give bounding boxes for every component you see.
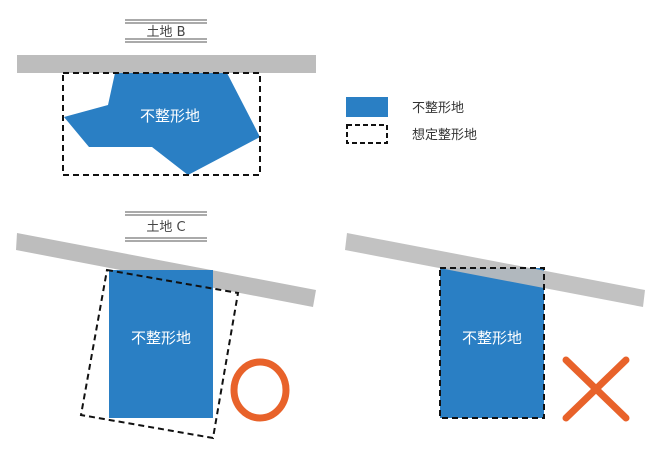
circle-correct-icon xyxy=(230,358,290,422)
legend: 不整形地 想定整形地 xyxy=(346,97,477,144)
road-b xyxy=(17,55,316,73)
road-c-right xyxy=(345,233,645,307)
land-c-title-text: 土地 C xyxy=(146,220,185,235)
irregular-plot-c-right-label: 不整形地 xyxy=(462,329,522,347)
legend-irregular-swatch xyxy=(346,97,388,117)
assumed-rect-c-incorrect xyxy=(439,267,545,419)
legend-irregular-label: 不整形地 xyxy=(412,101,464,116)
irregular-plot-c-left-label: 不整形地 xyxy=(131,329,191,347)
irregular-plot-c-right xyxy=(440,268,544,418)
land-b-title: 土地 B xyxy=(125,19,207,43)
irregular-plot-b xyxy=(64,73,260,175)
land-c-title: 土地 C xyxy=(125,211,207,242)
cross-incorrect-icon xyxy=(562,356,630,422)
assumed-rect-c-correct xyxy=(79,268,240,440)
irregular-plot-b-label: 不整形地 xyxy=(140,107,200,125)
land-b-title-text: 土地 B xyxy=(146,25,185,40)
legend-assumed-swatch xyxy=(346,124,388,144)
legend-assumed-label: 想定整形地 xyxy=(412,127,477,143)
irregular-plot-c-left xyxy=(109,270,213,418)
